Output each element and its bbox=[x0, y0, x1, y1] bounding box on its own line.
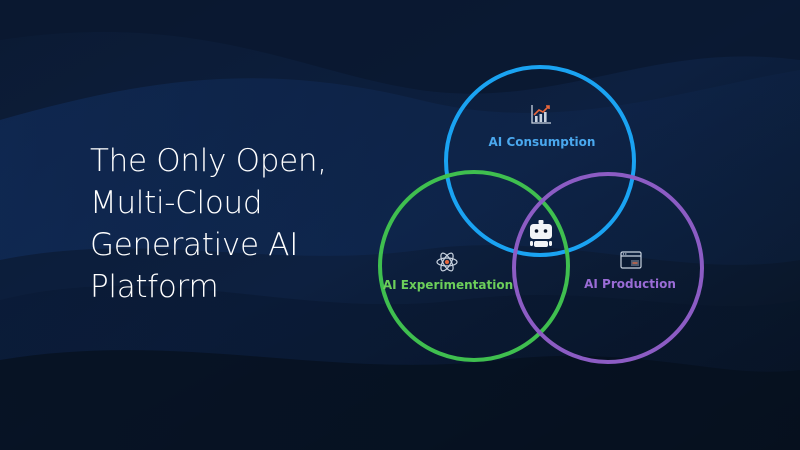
window-icon bbox=[620, 251, 642, 269]
headline-line-3: Generative AI bbox=[90, 227, 299, 263]
atom-icon bbox=[436, 252, 458, 272]
circle-ai-production bbox=[512, 172, 704, 364]
label-ai-experimentation: AI Experimentation bbox=[383, 278, 513, 292]
headline-line-2: Multi-Cloud bbox=[90, 185, 263, 221]
circle-ai-consumption bbox=[444, 65, 636, 257]
label-ai-production: AI Production bbox=[584, 277, 676, 291]
chart-growth-icon bbox=[531, 105, 551, 124]
circle-ai-experimentation bbox=[378, 170, 570, 362]
robot-icon bbox=[530, 220, 552, 247]
headline-line-4: Platform bbox=[90, 269, 219, 305]
label-ai-consumption: AI Consumption bbox=[489, 135, 596, 149]
headline-line-1: The Only Open, bbox=[90, 143, 327, 179]
headline: The Only Open, Multi-Cloud Generative AI… bbox=[90, 140, 390, 308]
